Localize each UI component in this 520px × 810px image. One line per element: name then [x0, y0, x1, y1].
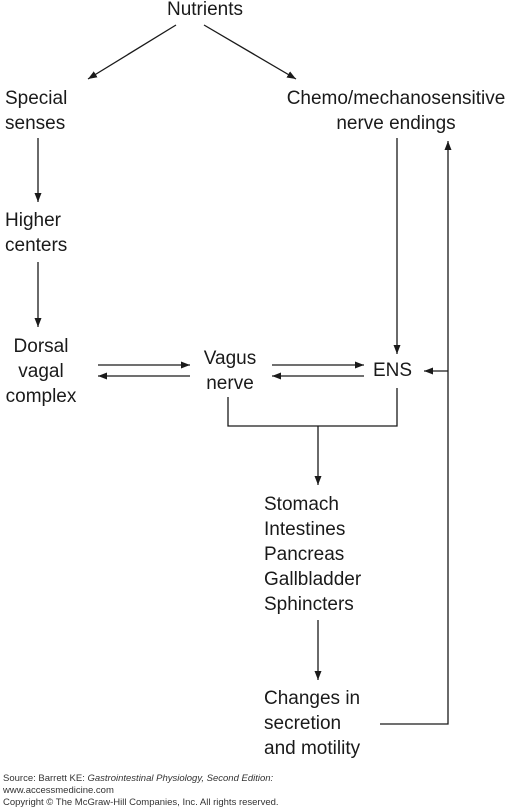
node-nutrients-text: Nutrients — [166, 0, 244, 20]
source-website-text: www.accessmedicine.com — [3, 785, 114, 796]
arrow-nutrients-to-special-senses — [87, 24, 177, 80]
node-changes-in-secretion-motility: Changes in secretion and motility — [264, 686, 360, 761]
source-book-title: Gastrointestinal Physiology, Second Edit… — [87, 773, 274, 784]
source-prefix: Source: Barrett KE: — [3, 773, 88, 784]
node-organ-pancreas: Pancreas — [264, 544, 345, 565]
node-vagus-line1: Vagus — [203, 348, 257, 369]
node-dorsal-vagal-complex: Dorsal vagal complex — [0, 334, 82, 409]
node-vagus-nerve: Vagus nerve — [190, 346, 270, 396]
node-organ-sphincters: Sphincters — [264, 594, 354, 615]
node-dorsal-line3: complex — [5, 386, 77, 407]
node-chemo-line2: nerve endings — [336, 113, 456, 134]
node-organs: Stomach Intestines Pancreas Gallbladder … — [264, 492, 361, 617]
node-nutrients: Nutrients — [130, 0, 280, 22]
node-chemo-mechanosensitive: Chemo/mechanosensitive nerve endings — [268, 86, 520, 136]
node-organ-stomach: Stomach — [264, 494, 339, 515]
node-organ-gallbladder: Gallbladder — [264, 569, 362, 590]
node-changes-line1: Changes in — [264, 688, 361, 709]
node-special-senses-line1: Special — [5, 88, 68, 109]
node-ens-text: ENS — [373, 360, 413, 381]
source-website: www.accessmedicine.com — [3, 785, 114, 797]
node-ens: ENS — [373, 358, 412, 383]
node-higher-centers-line2: centers — [5, 235, 68, 256]
node-vagus-line2: nerve — [206, 373, 254, 394]
source-copyright-text: Copyright © The McGraw-Hill Companies, I… — [3, 797, 279, 808]
connector-vagus-ens-merge — [227, 388, 398, 427]
node-higher-centers-line1: Higher — [5, 210, 61, 231]
node-dorsal-line2: vagal — [18, 361, 64, 382]
node-changes-line2: secretion — [264, 713, 342, 734]
node-organ-intestines: Intestines — [264, 519, 346, 540]
source-citation: Source: Barrett KE: Gastrointestinal Phy… — [3, 773, 273, 785]
feedback-line-changes-up — [380, 372, 449, 725]
arrow-nutrients-to-chemo — [203, 24, 297, 80]
node-special-senses-line2: senses — [5, 113, 66, 134]
node-dorsal-line1: Dorsal — [13, 336, 69, 357]
source-copyright: Copyright © The McGraw-Hill Companies, I… — [3, 797, 279, 809]
node-special-senses: Special senses — [5, 86, 67, 136]
node-higher-centers: Higher centers — [5, 208, 67, 258]
node-chemo-line1: Chemo/mechanosensitive — [286, 88, 506, 109]
node-changes-line3: and motility — [264, 738, 361, 759]
